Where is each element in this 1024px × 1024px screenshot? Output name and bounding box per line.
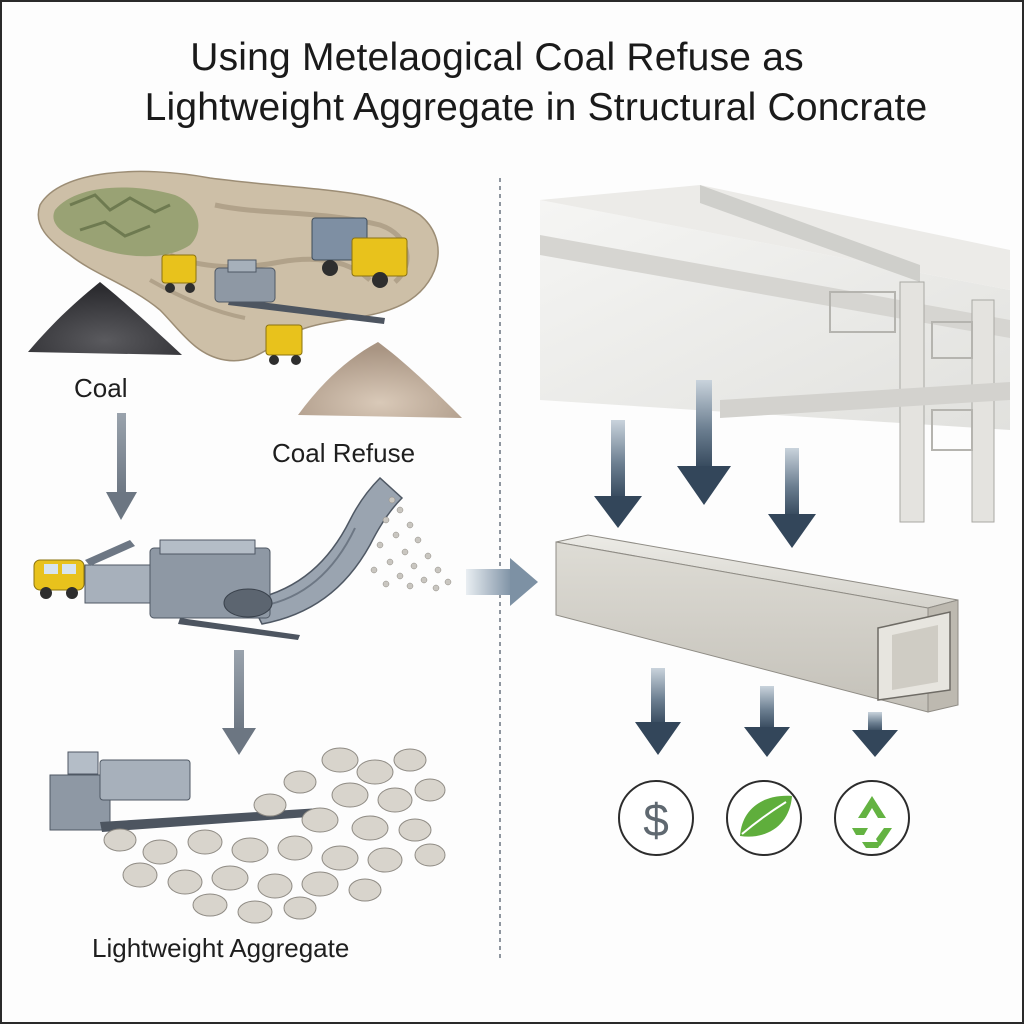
dollar-symbol: $ (643, 794, 669, 846)
mine-site (37, 170, 439, 365)
aggregate-pile (103, 747, 446, 924)
cost-savings-icon: $ (618, 780, 694, 856)
title-line-2: Lightweight Aggregate in Structural Conc… (144, 86, 928, 129)
coal-refuse-pile (298, 342, 462, 418)
title-line-1: Using Metelaogical Coal Refuse as (190, 36, 804, 79)
aggregate-plant (49, 751, 322, 832)
mine-truck-large (311, 217, 408, 288)
label-coal-refuse: Coal Refuse (272, 438, 416, 468)
benefit-arrow-cost (635, 668, 681, 755)
concrete-beam (555, 534, 959, 713)
load-arrow-1 (594, 420, 642, 528)
mine-truck-small-2 (265, 324, 303, 365)
aggregate-spray (370, 496, 452, 592)
arrow-processing-to-aggregate (222, 650, 256, 755)
recycle-icon (834, 780, 910, 856)
label-lightweight-aggregate: Lightweight Aggregate (92, 933, 350, 963)
benefit-arrow-recycle (852, 712, 898, 757)
haul-truck (33, 559, 85, 599)
label-coal: Coal (74, 373, 128, 403)
arrow-coal-to-processing (106, 413, 137, 520)
load-arrow-3 (768, 448, 816, 548)
building-frame (540, 185, 1010, 523)
arrow-to-concrete (466, 558, 538, 606)
coal-pile (28, 282, 182, 355)
load-arrow-2 (677, 380, 731, 505)
mine-truck-small-1 (161, 254, 197, 293)
processing-plant (84, 476, 404, 640)
mine-machine (214, 259, 276, 303)
benefit-arrow-environment (744, 686, 790, 757)
leaf-icon (726, 780, 802, 856)
